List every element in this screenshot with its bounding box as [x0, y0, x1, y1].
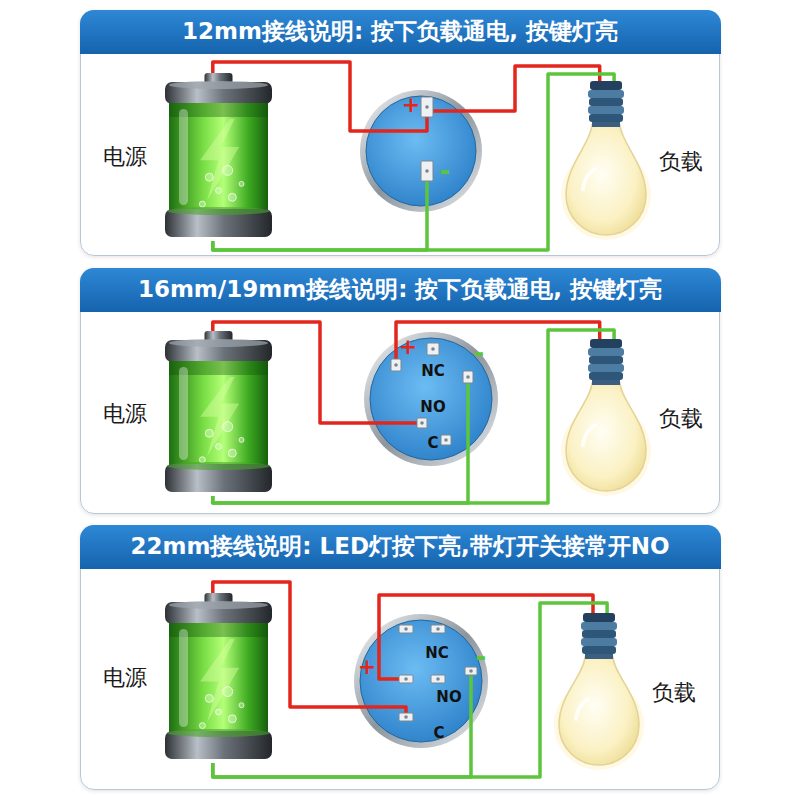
switch-illustration [359, 89, 483, 213]
terminal-mark: - [476, 644, 487, 670]
wire [213, 74, 614, 250]
terminal-mark: - [440, 158, 451, 184]
terminal-mark: NC [421, 364, 445, 379]
terminal-mark: NO [436, 690, 461, 705]
bulb-illustration [561, 81, 651, 243]
header-band: 22mm接线说明: LED灯按下亮,带灯开关接常开NO [80, 525, 721, 569]
instruction-panel: 12mm接线说明: 按下负载通电, 按键灯亮电源+-负载 [80, 10, 720, 256]
power-label: 电源 [103, 663, 147, 693]
light-bulb-load: 负载 [561, 81, 651, 243]
light-bulb-load: 负载 [561, 339, 651, 499]
power-label: 电源 [103, 142, 147, 172]
load-label: 负载 [659, 147, 703, 177]
bulb-illustration [561, 339, 651, 499]
terminal-mark: + [402, 94, 420, 116]
terminal-mark: + [358, 656, 376, 678]
load-label: 负载 [659, 404, 703, 434]
header-band: 12mm接线说明: 按下负载通电, 按键灯亮 [80, 10, 721, 54]
panel-heading: 16mm/19mm接线说明: 按下负载通电, 按键灯亮 [138, 274, 662, 305]
instruction-panel: 16mm/19mm接线说明: 按下负载通电, 按键灯亮电源 + - NC NO C 负载 [80, 268, 720, 514]
bulb-illustration [554, 613, 644, 773]
instruction-panel: 22mm接线说明: LED灯按下亮,带灯开关接常开NO 电源 + - NC NO C 负载 [80, 525, 720, 790]
wire [213, 330, 614, 503]
terminal-mark: - [474, 340, 485, 366]
terminal-mark: C [427, 436, 438, 451]
battery-illustration [161, 73, 276, 241]
terminal-mark: NC [425, 646, 449, 661]
battery-power-source: 电源 [161, 73, 276, 241]
panel-heading: 12mm接线说明: 按下负载通电, 按键灯亮 [182, 16, 618, 47]
push-button-switch: + - NC NO C [363, 331, 499, 467]
battery-illustration [161, 331, 276, 496]
battery-power-source: 电源 [161, 593, 276, 763]
load-label: 负载 [652, 678, 696, 708]
battery-illustration [161, 593, 276, 763]
terminal-mark: NO [420, 400, 445, 415]
battery-power-source: 电源 [161, 331, 276, 496]
terminal-mark: C [433, 726, 444, 741]
terminal-mark: + [399, 336, 417, 358]
power-label: 电源 [103, 399, 147, 429]
light-bulb-load: 负载 [554, 613, 644, 773]
push-button-switch: + - NC NO C [353, 613, 489, 749]
header-band: 16mm/19mm接线说明: 按下负载通电, 按键灯亮 [80, 268, 721, 312]
push-button-switch: +- [359, 89, 483, 213]
panel-heading: 22mm接线说明: LED灯按下亮,带灯开关接常开NO [130, 531, 669, 562]
switch-illustration [353, 613, 489, 749]
